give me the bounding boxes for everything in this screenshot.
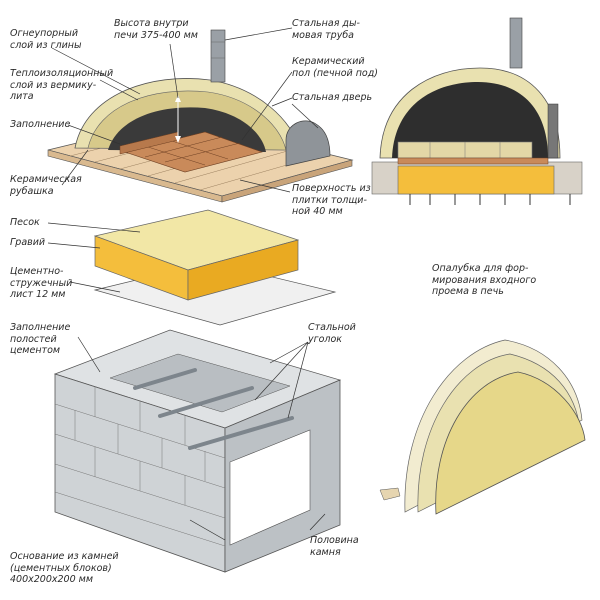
label-cement-sheet: Цементно- стружечный лист 12 мм	[10, 266, 73, 300]
section-dome-inner	[392, 82, 548, 158]
tile-surface-side	[221, 159, 353, 203]
formwork	[379, 339, 586, 515]
steel-angle-2	[158, 386, 254, 418]
steel-angle-1	[133, 368, 197, 390]
label-clay-layer: Огнеупорный слой из глины	[10, 28, 82, 51]
label-tile-surface: Поверхность из плитки толщи- ной 40 мм	[292, 183, 371, 217]
label-base-blocks: Основание из камней (цементных блоков) 4…	[10, 551, 119, 585]
base-opening	[229, 429, 311, 546]
section-door	[547, 103, 559, 159]
steel-angle-3	[188, 416, 294, 450]
label-sand: Песок	[10, 217, 40, 228]
label-gravel: Гравий	[10, 237, 46, 248]
steel-door	[285, 120, 331, 167]
oven-section-view	[371, 17, 583, 205]
block-base	[53, 329, 342, 573]
gravel-side	[187, 239, 299, 301]
label-half-block: Половина камня	[310, 535, 359, 558]
section-floor-tiles	[397, 157, 549, 165]
label-steel-door: Стальная дверь	[292, 92, 373, 103]
label-filler-top: Заполнение	[10, 119, 71, 130]
label-formwork: Опалубка для фор- мирования входного про…	[432, 263, 537, 297]
formwork-front-face	[435, 371, 586, 515]
label-inner-height: Высота внутри печи 375-400 мм	[114, 18, 198, 41]
label-insulation: Теплоизоляционный слой из вермику- лита	[10, 68, 114, 102]
formwork-wedge	[379, 487, 401, 501]
label-ceramic-floor: Керамический пол (печной под)	[292, 56, 379, 79]
label-fill-cement: Заполнение полостей цементом	[10, 322, 71, 356]
label-chimney: Стальная ды- мовая труба	[292, 18, 360, 41]
section-insulation-fill	[397, 165, 555, 195]
base-inner-cavity	[109, 353, 291, 413]
label-ceramic-shell: Керамическая рубашка	[10, 174, 82, 197]
sand-gravel-slab	[93, 209, 337, 326]
section-chimney	[509, 17, 523, 69]
leader-lines	[47, 27, 326, 541]
steel-chimney	[210, 29, 226, 83]
label-steel-angle: Стальной уголок	[308, 322, 356, 345]
